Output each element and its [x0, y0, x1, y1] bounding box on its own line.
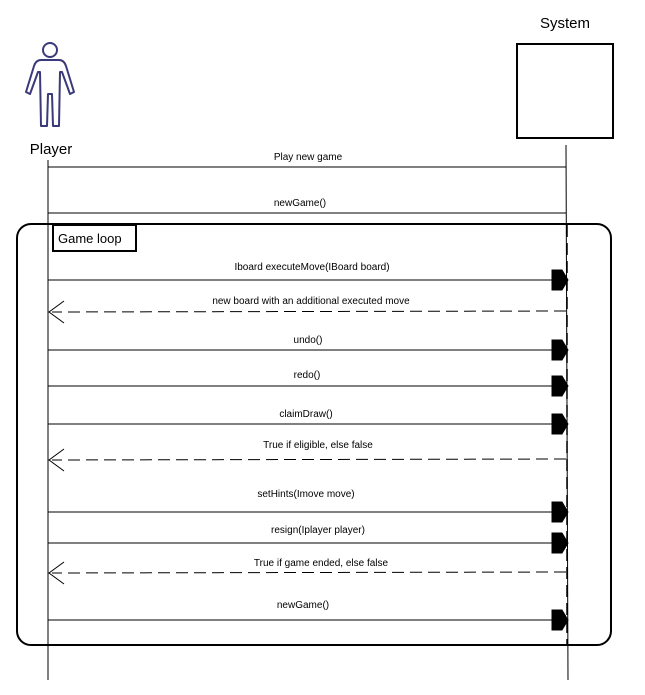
player-actor-body [25, 59, 75, 127]
message-1: Play new game [48, 152, 566, 168]
message-8: True if eligible, else false [48, 440, 567, 472]
filled-arrowhead [551, 609, 569, 631]
messages-group: Play new game newGame() Iboard executeMove… [48, 152, 569, 631]
message-2: newGame() [48, 198, 566, 214]
message-11: True if game ended, else false [48, 558, 567, 585]
message-label: undo() [294, 335, 323, 346]
message-label: resign(Iplayer player) [271, 525, 365, 536]
filled-arrowhead [551, 339, 569, 361]
message-line [51, 571, 567, 574]
message-label: claimDraw() [279, 409, 332, 420]
filled-arrowhead [551, 375, 569, 397]
message-4: new board with an additional executed mo… [48, 296, 567, 324]
filled-arrowhead [551, 532, 569, 554]
message-label: newGame() [274, 198, 326, 209]
system-actor-label: System [540, 15, 590, 32]
message-label: redo() [294, 370, 321, 381]
message-label: Play new game [274, 152, 343, 163]
message-9: setHints(Imove move) [48, 489, 569, 523]
message-3: Iboard executeMove(IBoard board) [48, 262, 569, 291]
message-7: claimDraw() [48, 409, 569, 435]
player-actor-figure [25, 42, 75, 127]
player-actor-label: Player [30, 141, 73, 158]
message-line [51, 458, 567, 461]
filled-arrowhead [551, 413, 569, 435]
open-arrowhead [48, 448, 65, 472]
open-arrowhead [48, 561, 65, 585]
open-arrowhead [48, 300, 65, 324]
message-label: new board with an additional executed mo… [212, 296, 410, 307]
game-loop-frame-label: Game loop [58, 231, 122, 246]
game-loop-frame [16, 223, 612, 646]
message-10: resign(Iplayer player) [48, 525, 569, 554]
message-label: Iboard executeMove(IBoard board) [234, 262, 389, 273]
message-6: redo() [48, 370, 569, 397]
message-line [51, 310, 567, 313]
message-label: newGame() [277, 600, 329, 611]
player-actor-head [42, 42, 58, 58]
message-label: setHints(Imove move) [257, 489, 354, 500]
filled-arrowhead [551, 269, 569, 291]
system-actor-box [516, 43, 614, 139]
message-12: newGame() [48, 600, 569, 631]
message-label: True if game ended, else false [254, 558, 389, 569]
filled-arrowhead [551, 501, 569, 523]
game-loop-frame-tag [52, 224, 137, 252]
message-label: True if eligible, else false [263, 440, 373, 451]
message-5: undo() [48, 335, 569, 361]
